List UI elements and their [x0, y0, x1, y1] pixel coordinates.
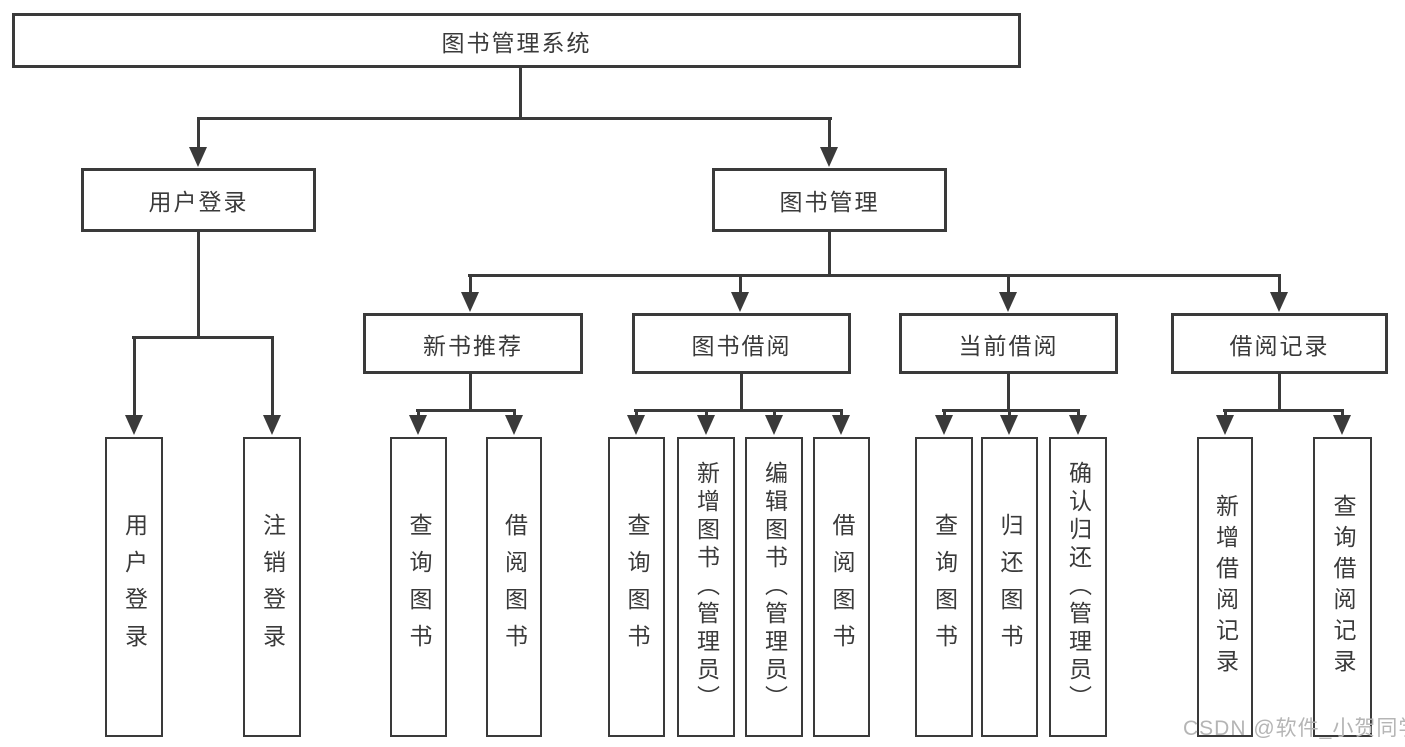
- connector-stem-book-mgmt: [828, 117, 831, 150]
- node-book-mgmt: 图书管理: [712, 168, 947, 232]
- leaf-logout-label: 注销登录: [259, 513, 286, 661]
- node-user-login: 用户登录: [81, 168, 316, 232]
- arrowhead-borrow-book-2: [832, 415, 850, 435]
- connector-current-borrow-splitter: [942, 409, 1080, 412]
- connector-stem-leaf-user-login: [133, 336, 136, 431]
- connector-book-mgmt-splitter: [468, 274, 1281, 277]
- arrowhead-query-record: [1333, 415, 1351, 435]
- node-borrow-records-label: 借阅记录: [1229, 332, 1330, 359]
- connector-stem-leaf-logout: [271, 336, 274, 431]
- arrowhead-new-book-rec: [461, 292, 479, 312]
- connector-user-login-splitter: [132, 336, 274, 339]
- arrowhead-leaf-user-login: [125, 415, 143, 435]
- node-root-label: 图书管理系统: [441, 29, 592, 56]
- leaf-query-book-3-label: 查询图书: [931, 513, 958, 661]
- leaf-query-book-2-label: 查询图书: [624, 513, 650, 661]
- node-book-mgmt-label: 图书管理: [779, 189, 880, 215]
- leaf-user-login: 用户登录: [105, 437, 163, 737]
- leaf-query-book-2: 查询图书: [608, 437, 665, 737]
- connector-user-login-trunk: [197, 232, 200, 339]
- leaf-user-login-label: 用户登录: [121, 513, 148, 661]
- leaf-add-book: 新增图书（管理员）: [677, 437, 735, 737]
- leaf-confirm-return-label: 确认归还（管理员）: [1065, 461, 1092, 713]
- arrowhead-add-book: [697, 415, 715, 435]
- connector-root-splitter: [197, 117, 832, 120]
- arrowhead-borrow-records: [1270, 292, 1288, 312]
- leaf-edit-book-label: 编辑图书（管理员）: [761, 461, 788, 713]
- leaf-borrow-book-1: 借阅图书: [486, 437, 542, 737]
- csdn-watermark: CSDN @软件_小贺同学: [1183, 717, 1405, 740]
- connector-book-borrow-trunk: [740, 374, 743, 412]
- node-current-borrow-label: 当前借阅: [958, 332, 1059, 359]
- leaf-query-book-3: 查询图书: [915, 437, 973, 737]
- arrowhead-user-login: [189, 147, 207, 167]
- connector-borrow-records-trunk: [1278, 374, 1281, 412]
- leaf-add-record-label: 新增借阅记录: [1212, 494, 1239, 680]
- arrowhead-book-borrow: [731, 292, 749, 312]
- connector-current-borrow-trunk: [1007, 374, 1010, 412]
- arrowhead-query-book-2: [627, 415, 645, 435]
- connector-new-book-rec-trunk: [469, 374, 472, 412]
- leaf-return-book-label: 归还图书: [997, 513, 1023, 661]
- connector-book-borrow-splitter: [634, 409, 842, 412]
- node-borrow-records: 借阅记录: [1171, 313, 1388, 374]
- connector-book-mgmt-trunk: [828, 232, 831, 277]
- arrowhead-current-borrow: [999, 292, 1017, 312]
- node-user-login-label: 用户登录: [148, 189, 249, 215]
- node-new-book-rec: 新书推荐: [363, 313, 583, 374]
- leaf-add-record: 新增借阅记录: [1197, 437, 1253, 737]
- node-root: 图书管理系统: [12, 13, 1021, 68]
- arrowhead-edit-book: [765, 415, 783, 435]
- leaf-query-record: 查询借阅记录: [1313, 437, 1372, 737]
- leaf-borrow-book-1-label: 借阅图书: [501, 513, 528, 661]
- connector-stem-current-borrow: [1007, 274, 1010, 296]
- leaf-borrow-book-2: 借阅图书: [813, 437, 870, 737]
- connector-borrow-records-splitter: [1223, 409, 1344, 412]
- node-book-borrow: 图书借阅: [632, 313, 851, 374]
- leaf-confirm-return: 确认归还（管理员）: [1049, 437, 1107, 737]
- leaf-edit-book: 编辑图书（管理员）: [745, 437, 803, 737]
- leaf-borrow-book-2-label: 借阅图书: [829, 513, 855, 661]
- arrowhead-query-book-3: [935, 415, 953, 435]
- arrowhead-book-mgmt: [820, 147, 838, 167]
- node-current-borrow: 当前借阅: [899, 313, 1118, 374]
- connector-stem-user-login: [197, 117, 200, 150]
- arrowhead-add-record: [1216, 415, 1234, 435]
- leaf-add-book-label: 新增图书（管理员）: [693, 461, 720, 713]
- node-new-book-rec-label: 新书推荐: [423, 332, 523, 359]
- arrowhead-query-book-1: [409, 415, 427, 435]
- connector-stem-borrow-records: [1278, 274, 1281, 296]
- connector-stem-book-borrow: [739, 274, 742, 296]
- connector-root-trunk: [519, 68, 522, 119]
- arrowhead-confirm-return: [1069, 415, 1087, 435]
- leaf-query-book-1-label: 查询图书: [406, 513, 432, 661]
- arrowhead-return-book: [1000, 415, 1018, 435]
- leaf-query-book-1: 查询图书: [390, 437, 447, 737]
- leaf-query-record-label: 查询借阅记录: [1330, 494, 1356, 680]
- leaf-logout: 注销登录: [243, 437, 301, 737]
- connector-new-book-rec-splitter: [416, 409, 516, 412]
- node-book-borrow-label: 图书借阅: [691, 332, 792, 359]
- arrowhead-borrow-book-1: [505, 415, 523, 435]
- connector-stem-new-book-rec: [469, 274, 472, 296]
- leaf-return-book: 归还图书: [981, 437, 1038, 737]
- arrowhead-leaf-logout: [263, 415, 281, 435]
